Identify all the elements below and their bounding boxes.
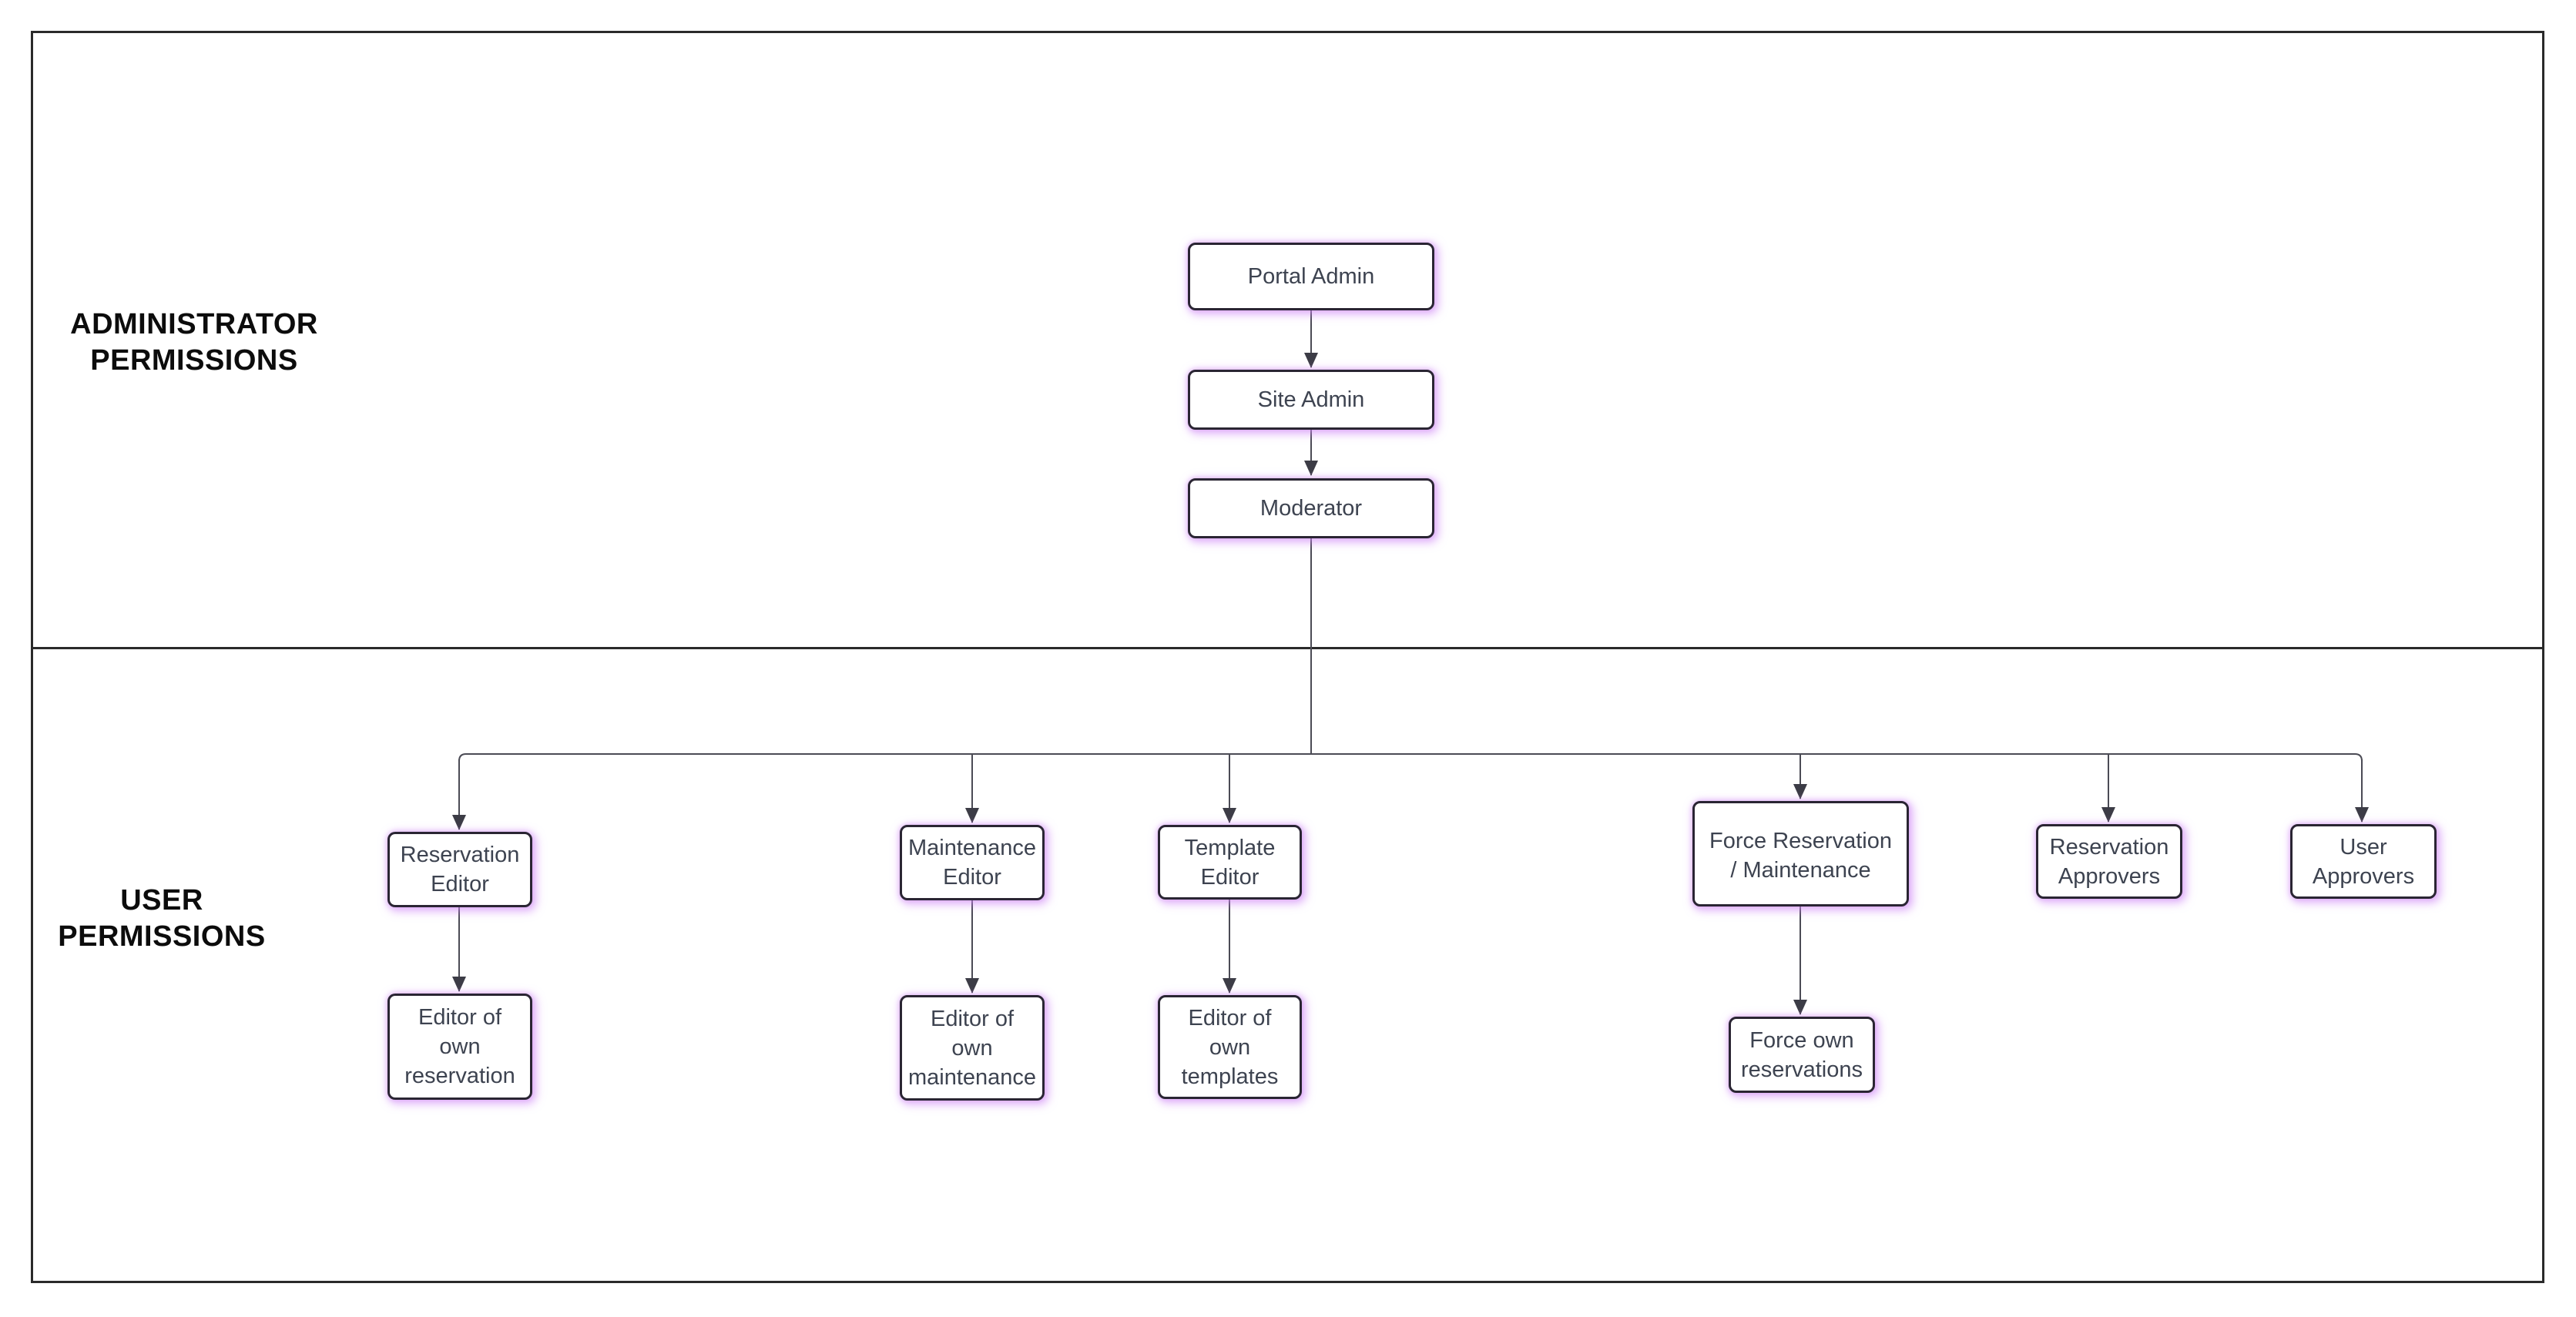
node-force-reservation-maintenance: Force Reservation / Maintenance bbox=[1692, 801, 1909, 906]
node-editor-of-own-templates: Editor of own templates bbox=[1158, 995, 1302, 1099]
section-label-administrator-permissions: ADMINISTRATOR PERMISSIONS bbox=[70, 308, 318, 377]
node-portal-admin: Portal Admin bbox=[1188, 243, 1434, 310]
node-site-admin: Site Admin bbox=[1188, 370, 1434, 430]
section-divider-line bbox=[31, 647, 2544, 649]
node-editor-of-own-reservation: Editor of own reservation bbox=[387, 994, 532, 1100]
node-reservation-approvers: Reservation Approvers bbox=[2036, 824, 2182, 899]
node-moderator: Moderator bbox=[1188, 478, 1434, 538]
node-force-own-reservations: Force own reservations bbox=[1729, 1017, 1875, 1093]
node-reservation-editor: Reservation Editor bbox=[387, 832, 532, 907]
section-label-user-permissions: USER PERMISSIONS bbox=[58, 884, 266, 953]
node-template-editor: Template Editor bbox=[1158, 825, 1302, 900]
node-user-approvers: User Approvers bbox=[2290, 824, 2437, 899]
node-editor-of-own-maintenance: Editor of own maintenance bbox=[900, 995, 1045, 1101]
node-maintenance-editor: Maintenance Editor bbox=[900, 825, 1045, 900]
